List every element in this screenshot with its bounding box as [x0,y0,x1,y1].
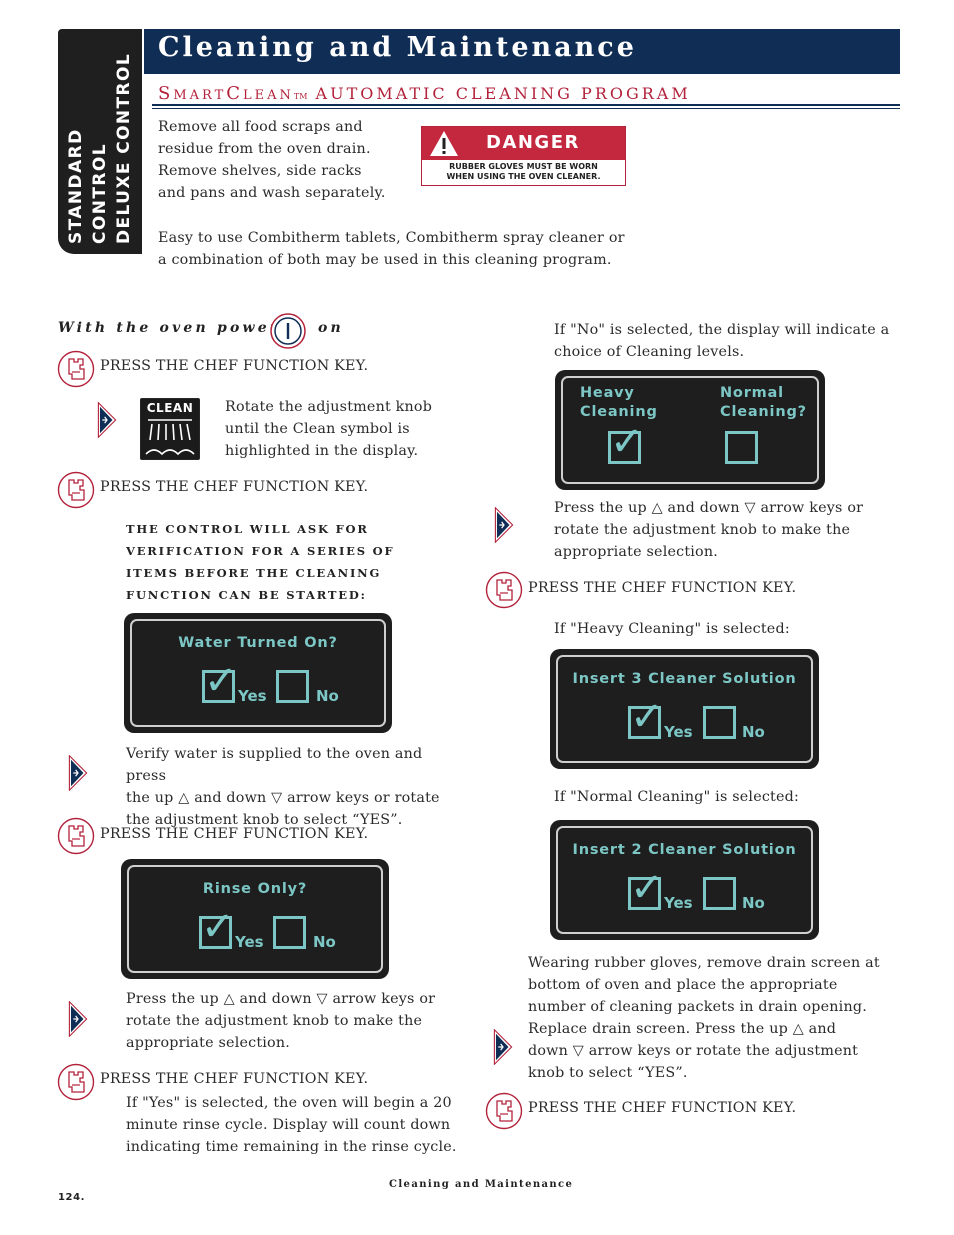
clean-symbol-icon [140,398,200,460]
check-icon: ✓ [204,658,238,704]
no-checkbox [276,670,309,703]
chef-key-icon [57,1063,95,1101]
display-rinse-only: Rinse Only? ✓ Yes No [121,859,389,979]
step-press-chef: PRESS THE CHEF FUNCTION KEY. [100,479,369,495]
no-checkbox [703,877,736,910]
display-title: Insert 3 Cleaner Solution [572,671,797,687]
display-insert-3: Insert 3 Cleaner Solution ✓ Yes No [550,649,819,769]
check-icon: ✓ [610,419,644,465]
yes-checkbox [202,670,235,703]
if-heavy-note: If "Heavy Cleaning" is selected: [554,621,790,637]
display-insert-2: Insert 2 Cleaner Solution ✓ Yes No [550,820,819,940]
oven-power-on: on [318,320,344,336]
danger-header: DANGER [422,127,625,160]
chef-key-icon [485,1092,523,1130]
yes-checkbox [628,706,661,739]
verify-water-instruction: Verify water is supplied to the oven and… [126,746,440,828]
yes-option-label: Yes [235,933,264,951]
page-title: Cleaning and Maintenance [158,32,637,63]
side-tab-deluxe: DELUXE CONTROL [114,52,134,244]
step-press-chef: PRESS THE CHEF FUNCTION KEY. [100,826,369,842]
heading-rule [152,108,900,109]
if-no-note: If "No" is selected, the display will in… [554,322,890,360]
chef-key-icon [57,350,95,388]
no-option-label: No [742,723,765,741]
trademark: TM [293,92,308,101]
step-press-chef: PRESS THE CHEF FUNCTION KEY. [528,580,797,596]
no-option-label: No [316,687,339,705]
page-number: 124. [58,1192,86,1203]
display-title: Water Turned On? [178,635,338,651]
section-heading-text: AUTOMATIC CLEANING PROGRAM [315,84,691,103]
check-icon: ✓ [630,865,664,911]
step-press-chef: PRESS THE CHEF FUNCTION KEY. [100,1071,369,1087]
step-press-chef: PRESS THE CHEF FUNCTION KEY. [100,358,369,374]
side-tab: STANDARD CONTROL DELUXE CONTROL [58,29,142,254]
knob-arrow-icon [494,507,514,543]
warning-triangle-icon [430,131,458,156]
knob-arrow-icon [68,1001,88,1037]
oven-power-label: With the oven power [58,320,281,336]
yes-option-label: Yes [238,687,267,705]
normal-checkbox [725,431,758,464]
chef-key-icon [57,471,95,509]
display-water-turned-on: Water Turned On? ✓ Yes No [124,613,392,733]
check-icon: ✓ [201,904,235,950]
knob-arrow-icon [68,755,88,791]
intro-paragraph-2: Easy to use Combitherm tablets, Combithe… [158,230,625,268]
clean-symbol-label: CLEAN [146,401,194,415]
chef-key-icon [485,571,523,609]
display-title: Rinse Only? [202,881,308,897]
verification-note: The control will ask for verification fo… [126,522,395,602]
step-press-chef: PRESS THE CHEF FUNCTION KEY. [528,1100,797,1116]
check-icon: ✓ [630,694,664,740]
rinse-cycle-note: If "Yes" is selected, the oven will begi… [126,1095,457,1155]
brand-name: SmartClean [158,83,294,104]
gloves-instruction: Wearing rubber gloves, remove drain scre… [528,955,880,1081]
if-normal-note: If "Normal Cleaning" is selected: [554,789,800,805]
yes-checkbox [199,916,232,949]
no-option-label: No [742,894,765,912]
danger-word: DANGER [486,132,580,153]
chef-key-icon [57,817,95,855]
yes-checkbox [628,877,661,910]
no-checkbox [703,706,736,739]
footer-title: Cleaning and Maintenance [389,1179,574,1190]
knob-arrow-icon [97,402,117,438]
power-key-icon [270,313,306,349]
side-tab-standard: STANDARD CONTROL [66,128,110,244]
display-title: Insert 2 Cleaner Solution [572,842,797,858]
no-checkbox [273,916,306,949]
knob-arrow-icon [493,1029,513,1065]
yes-option-label: Yes [664,894,693,912]
heavy-checkbox [608,431,641,464]
header-bar [144,29,900,74]
section-heading: SmartCleanTM AUTOMATIC CLEANING PROGRAM [158,83,691,104]
yes-option-label: Yes [664,723,693,741]
no-option-label: No [313,933,336,951]
heading-rule [152,104,900,106]
